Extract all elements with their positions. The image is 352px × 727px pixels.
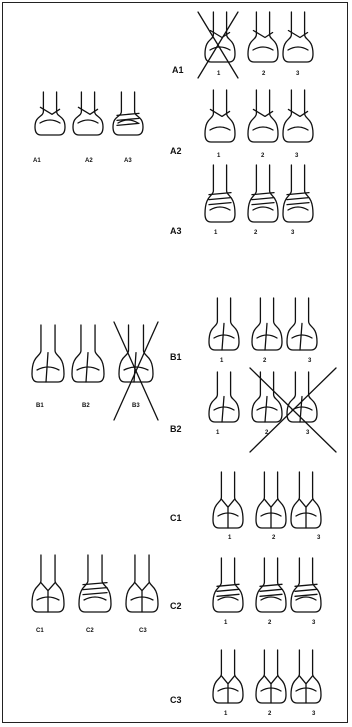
c3-num-1: 1 bbox=[224, 711, 227, 717]
c3-num-3: 3 bbox=[312, 711, 315, 717]
a1-num-2: 2 bbox=[262, 71, 265, 77]
left-label-c2: C2 bbox=[86, 628, 94, 634]
c2-num-2: 2 bbox=[268, 620, 271, 626]
b1-num-1: 1 bbox=[220, 358, 223, 364]
a1-num-3: 3 bbox=[296, 71, 299, 77]
left-label-a3: A3 bbox=[124, 158, 132, 164]
row-label-c1: C1 bbox=[170, 514, 182, 523]
a3-num-3: 3 bbox=[291, 230, 294, 236]
a3-num-2: 2 bbox=[254, 230, 257, 236]
a1-num-1: 1 bbox=[217, 71, 220, 77]
b2-num-2: 2 bbox=[265, 430, 268, 436]
c1-num-3: 3 bbox=[317, 535, 320, 541]
c1-num-1: 1 bbox=[228, 535, 231, 541]
left-label-a2: A2 bbox=[85, 158, 93, 164]
a2-num-1: 1 bbox=[217, 153, 220, 159]
row-label-b2: B2 bbox=[170, 425, 182, 434]
row-label-a3: A3 bbox=[170, 227, 182, 236]
b1-num-3: 3 bbox=[308, 358, 311, 364]
row-label-a2: A2 bbox=[170, 147, 182, 156]
row-label-b1: B1 bbox=[170, 353, 182, 362]
a2-num-2: 2 bbox=[261, 153, 264, 159]
b2-num-3: 3 bbox=[306, 430, 309, 436]
a3-num-1: 1 bbox=[214, 230, 217, 236]
left-label-c1: C1 bbox=[36, 628, 44, 634]
left-label-b3: B3 bbox=[132, 403, 140, 409]
row-label-a1: A1 bbox=[172, 66, 184, 75]
c1-num-2: 2 bbox=[272, 535, 275, 541]
b2-num-1: 1 bbox=[216, 430, 219, 436]
row-label-c2: C2 bbox=[170, 602, 182, 611]
a2-num-3: 3 bbox=[295, 153, 298, 159]
left-label-a1: A1 bbox=[33, 158, 41, 164]
left-label-c3: C3 bbox=[139, 628, 147, 634]
c2-num-3: 3 bbox=[312, 620, 315, 626]
c3-num-2: 2 bbox=[268, 711, 271, 717]
left-label-b1: B1 bbox=[36, 403, 44, 409]
sheet-border bbox=[2, 2, 348, 723]
b1-num-2: 2 bbox=[263, 358, 266, 364]
row-label-c3: C3 bbox=[170, 696, 182, 705]
c2-num-1: 1 bbox=[224, 620, 227, 626]
left-label-b2: B2 bbox=[82, 403, 90, 409]
